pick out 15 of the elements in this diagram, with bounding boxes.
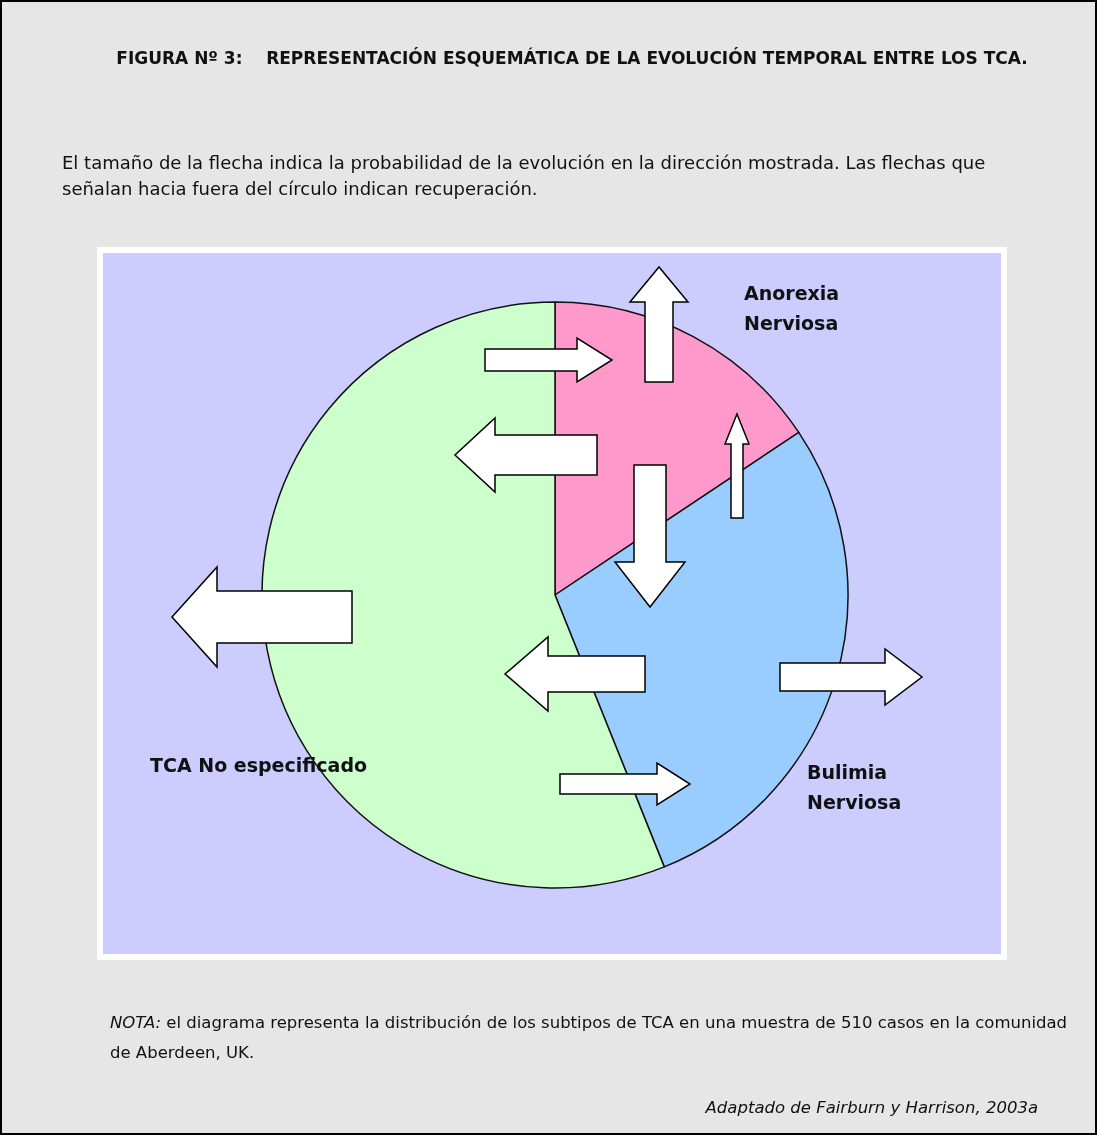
source-text: Adaptado de Fairburn y Harrison, 2003a: [704, 1097, 1038, 1119]
block-arrow: [453, 416, 598, 494]
block-arrow: [613, 464, 687, 609]
block-arrow: [503, 635, 646, 713]
block-arrow: [628, 265, 690, 383]
block-arrow: [484, 336, 614, 384]
note-text: NOTA: el diagrama representa la distribución de los subtipos de TCA en una muestra de 510 casos en la comunidad de Aberdeen, UK.: [110, 1012, 1069, 1064]
sector-label: Bulimia Nerviosa: [807, 760, 903, 815]
description-text: El tamaño de la flecha indica la probabilidad de la evolución en la dirección mostrada. Las flechas que señalan hacia fuera del círculo indican recuperación.: [62, 151, 987, 201]
block-arrow: [723, 412, 751, 519]
block-arrow: [779, 647, 924, 707]
sector-label: Anorexia Nerviosa: [744, 281, 841, 336]
block-arrow: [171, 565, 353, 669]
block-arrow: [559, 761, 692, 807]
figure-title: FIGURA Nº 3: REPRESENTACIÓN ESQUEMÁTICA DE LA EVOLUCIÓN TEMPORAL ENTRE LOS TCA.: [115, 46, 1029, 70]
